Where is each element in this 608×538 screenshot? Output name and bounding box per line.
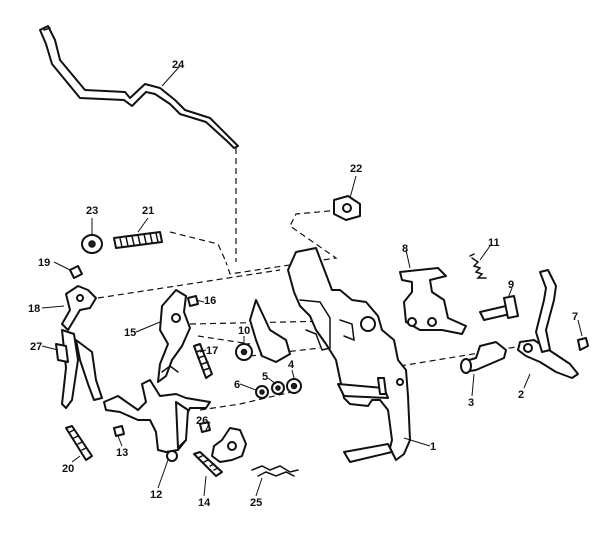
callout-26: 26 xyxy=(196,415,208,427)
callout-6: 6 xyxy=(234,379,240,391)
part-12-lever xyxy=(103,379,211,462)
callout-27: 27 xyxy=(30,341,42,353)
callout-1: 1 xyxy=(430,441,436,453)
callout-20: 20 xyxy=(62,463,74,475)
callout-labels: 24 22 23 21 19 18 27 15 16 17 10 6 5 4 8… xyxy=(28,59,578,509)
part-1-frame xyxy=(249,247,411,463)
part-6-washer xyxy=(255,385,269,399)
part-25-spring xyxy=(251,465,299,477)
callout-3: 3 xyxy=(468,397,474,409)
callout-8: 8 xyxy=(402,243,408,255)
callout-4: 4 xyxy=(288,359,295,371)
callout-21: 21 xyxy=(142,205,154,217)
callout-11: 11 xyxy=(488,237,500,249)
callout-18: 18 xyxy=(28,303,40,315)
callout-17: 17 xyxy=(206,345,218,357)
callout-14: 14 xyxy=(198,497,211,509)
part-17-spring xyxy=(193,343,213,379)
leader-lines xyxy=(41,65,583,497)
part-22-nut xyxy=(333,195,361,221)
part-20-spring xyxy=(65,425,93,461)
part-5-washer xyxy=(271,381,285,395)
part-16-clip xyxy=(187,295,199,307)
part-13-clip xyxy=(113,425,125,437)
part-19-clip xyxy=(69,265,83,279)
callout-12: 12 xyxy=(150,489,162,501)
part-8-bracket xyxy=(399,267,467,335)
callout-23: 23 xyxy=(86,205,98,217)
part-23-washer xyxy=(81,234,103,254)
part-10-washer xyxy=(235,343,253,361)
part-7-clip xyxy=(577,337,589,351)
part-11-spring xyxy=(469,253,487,279)
callout-24: 24 xyxy=(172,59,185,71)
part-4-washer xyxy=(286,378,302,394)
part-18-lever xyxy=(61,285,97,331)
part-15-pawl xyxy=(157,289,191,383)
callout-5: 5 xyxy=(262,371,268,383)
part-21-spring xyxy=(113,231,163,249)
part-26-lever xyxy=(199,421,247,463)
callout-15: 15 xyxy=(124,327,136,339)
callout-9: 9 xyxy=(508,279,514,291)
callout-16: 16 xyxy=(204,295,216,307)
callout-25: 25 xyxy=(250,497,262,509)
part-2-lever xyxy=(517,269,579,379)
callout-7: 7 xyxy=(572,311,578,323)
callout-19: 19 xyxy=(38,257,50,269)
callout-22: 22 xyxy=(350,163,362,175)
part-14-spring xyxy=(193,451,223,477)
callout-2: 2 xyxy=(518,389,524,401)
callout-13: 13 xyxy=(116,447,128,459)
part-9-screw xyxy=(479,295,519,321)
part-24-rod xyxy=(39,25,239,149)
callout-10: 10 xyxy=(238,325,250,337)
part-27-lever xyxy=(55,329,103,409)
part-3-stud xyxy=(460,341,507,374)
